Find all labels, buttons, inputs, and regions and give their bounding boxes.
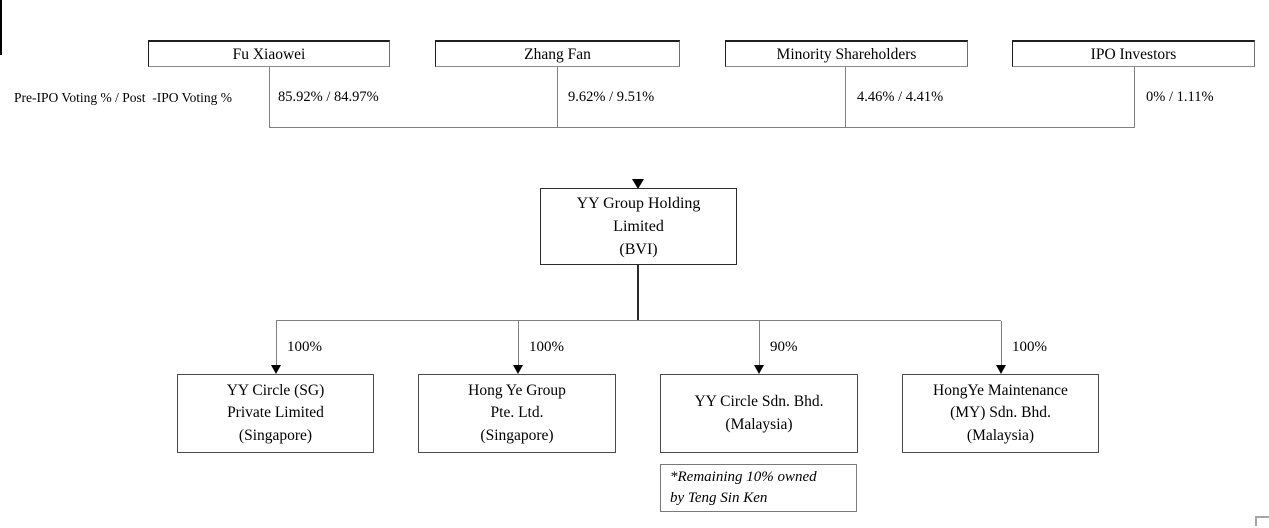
shareholder-box-ipo-investors: IPO Investors [1012, 40, 1255, 67]
holding-name-line: YY Group Holding [576, 195, 701, 212]
subsidiary-box-hongye-maintenance: HongYe Maintenance (MY) Sdn. Bhd. (Malay… [902, 374, 1099, 453]
table-corner-mark [1255, 516, 1269, 526]
arrow-down-icon [632, 179, 644, 189]
subsidiary-name-line: YY Circle (SG) [226, 381, 325, 399]
connector-line [845, 67, 846, 127]
arrow-down-icon [271, 365, 281, 374]
connector-line [557, 67, 558, 127]
holding-name-line: Limited [613, 218, 664, 235]
voting-pct-fu-xiaowei: 85.92% / 84.97% [278, 89, 379, 105]
connector-line [1001, 321, 1002, 367]
holding-company-box: YY Group Holding Limited (BVI) [540, 188, 737, 265]
connector-line [0, 0, 2, 55]
connector-line [637, 265, 639, 320]
ownership-pct-hong-ye-group: 100% [529, 339, 564, 355]
shareholder-box-minority-shareholders: Minority Shareholders [725, 40, 968, 67]
shareholder-box-zhang-fan: Zhang Fan [435, 40, 680, 67]
connector-rail [276, 320, 1001, 321]
footnote-box: *Remaining 10% owned by Teng Sin Ken [660, 464, 857, 512]
connector-line [759, 321, 760, 367]
ownership-pct-hongye-maintenance: 100% [1012, 339, 1047, 355]
voting-pct-ipo-investors: 0% / 1.11% [1146, 89, 1214, 105]
shareholder-name: Zhang Fan [524, 45, 591, 63]
subsidiary-name-line: Hong Ye Group [468, 381, 566, 399]
subsidiary-name-line: HongYe Maintenance [933, 381, 1068, 399]
subsidiary-name-line: Private Limited [227, 404, 324, 422]
subsidiary-jurisdiction: (Malaysia) [725, 415, 793, 433]
voting-pct-minority-shareholders: 4.46% / 4.41% [857, 89, 944, 105]
subsidiary-box-yy-circle-my: YY Circle Sdn. Bhd. (Malaysia) [660, 374, 858, 453]
connector-rail [269, 127, 1135, 128]
shareholder-name: IPO Investors [1090, 45, 1177, 63]
subsidiary-jurisdiction: (Malaysia) [966, 426, 1035, 444]
subsidiary-name-line: (MY) Sdn. Bhd. [950, 404, 1051, 422]
ownership-pct-yy-circle-my: 90% [770, 339, 798, 355]
footnote-line: *Remaining 10% owned [670, 469, 817, 485]
connector-line [269, 67, 270, 127]
shareholder-name: Fu Xiaowei [232, 45, 306, 63]
ownership-pct-yy-circle-sg: 100% [287, 339, 322, 355]
subsidiary-name-line: Pte. Ltd. [490, 404, 544, 422]
shareholder-box-fu-xiaowei: Fu Xiaowei [148, 40, 390, 67]
shareholder-name: Minority Shareholders [776, 45, 917, 63]
subsidiary-jurisdiction: (Singapore) [238, 426, 313, 444]
connector-line [518, 321, 519, 367]
footnote-line: by Teng Sin Ken [670, 490, 768, 506]
connector-line [1134, 67, 1135, 127]
subsidiary-box-yy-circle-sg: YY Circle (SG) Private Limited (Singapor… [177, 374, 374, 453]
connector-line [276, 321, 277, 367]
subsidiary-jurisdiction: (Singapore) [480, 426, 554, 444]
subsidiary-box-hong-ye-group: Hong Ye Group Pte. Ltd. (Singapore) [418, 374, 616, 453]
holding-jurisdiction: (BVI) [619, 241, 658, 258]
arrow-down-icon [513, 365, 523, 374]
subsidiary-name-line: YY Circle Sdn. Bhd. [694, 393, 824, 410]
arrow-down-icon [754, 365, 764, 374]
arrow-down-icon [996, 365, 1006, 374]
voting-row-label: Pre-IPO Voting % / Post -IPO Voting % [14, 90, 233, 105]
voting-pct-zhang-fan: 9.62% / 9.51% [568, 89, 655, 105]
